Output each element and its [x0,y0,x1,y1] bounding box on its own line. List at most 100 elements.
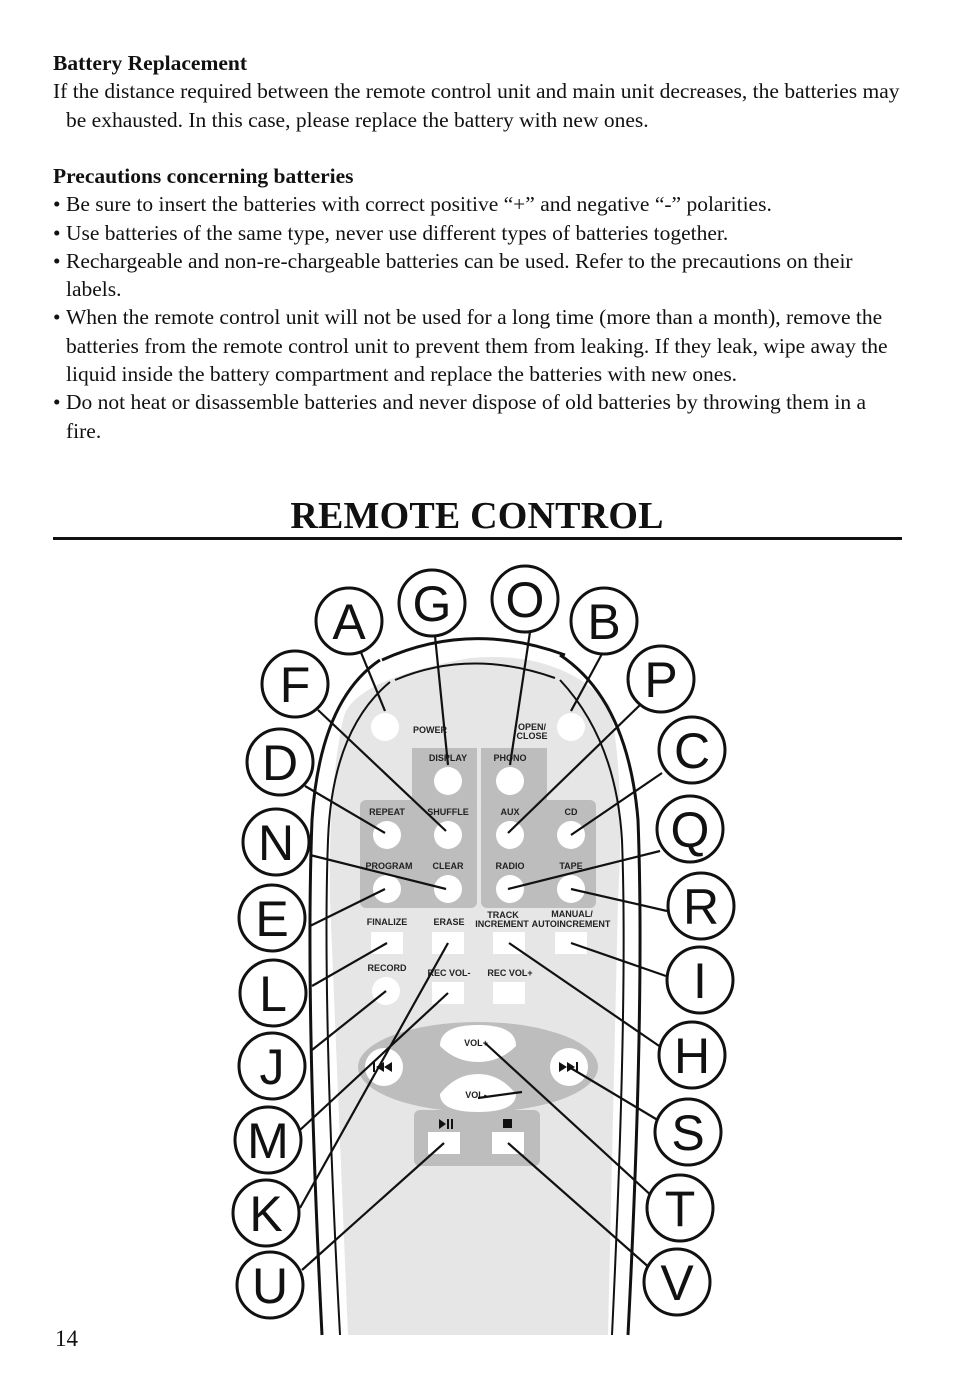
leader-l [311,942,388,987]
callout-q: Q [671,802,710,858]
callout-f: F [280,657,311,713]
callout-r: R [683,879,719,935]
vol-minus-label: VOL- [465,1090,487,1100]
repeat-label: REPEAT [369,807,405,817]
callout-circle-o [490,564,560,634]
bullet-icon: • [53,390,61,415]
manual-autoincrement-label-line2: AUTOINCREMENT [532,919,611,929]
bullet-icon: • [53,192,61,217]
callout-o: O [506,572,545,628]
title-underline [53,537,902,540]
precautions-section: Precautions concerning batteries •Be sur… [53,162,901,445]
battery-replacement-section: Battery Replacement If the distance requ… [53,49,901,134]
callout-l: L [259,966,287,1022]
leader-b [570,651,604,712]
callout-circle-d [245,727,315,797]
finalize-label: FINALIZE [367,917,408,927]
callout-leaders [299,631,668,1271]
callout-circle-k [231,1178,301,1248]
remote-top-arc-inner [394,662,556,681]
power-label: POWER [413,725,448,735]
leader-p [507,704,641,834]
callout-circle-s [653,1097,723,1167]
open-close-button [557,713,585,741]
track-increment-label-line2: INCREMENT [475,919,529,929]
leader-g [433,635,450,766]
callout-v: V [660,1255,694,1311]
callout-circle-e [237,883,307,953]
callout-d: D [262,735,298,791]
leader-t [484,1042,655,1199]
vol-plus-label: VOL+ [464,1038,488,1048]
leader-c [570,772,663,836]
callout-k: K [249,1186,282,1242]
leader-v [507,1142,653,1271]
section-title: REMOTE CONTROL [290,495,664,537]
leader-m [299,992,449,1131]
erase-label: ERASE [433,917,464,927]
leader-a [358,649,387,712]
remote-top-arc [381,637,566,662]
callout-circle-n [241,807,311,877]
leader-o [508,631,532,766]
callout-circle-r [666,871,736,941]
callout-n: N [258,815,294,871]
leader-q [507,849,661,891]
track-increment-label: TRACK [487,910,519,920]
remote-outline-right [559,653,642,1336]
phono-button [496,767,524,795]
remote-outline-right-inner [559,679,625,1336]
leader-r [570,887,668,913]
callout-circle-h [657,1020,727,1090]
leader-d [304,785,386,834]
callout-circle-b [569,586,639,656]
callout-b: B [587,594,620,650]
callout-circle-u [235,1250,305,1320]
precautions-heading: Precautions concerning batteries [53,164,354,188]
bullet-icon: • [53,220,61,245]
clear-label: CLEAR [433,861,464,871]
callout-circle-l [238,958,308,1028]
battery-replacement-heading: Battery Replacement [53,51,248,75]
display-button [434,767,462,795]
bullet-icon: • [53,248,61,273]
callout-circle-p [626,644,696,714]
record-label: RECORD [367,963,407,973]
callout-circle-c [657,715,727,785]
callout-c: C [674,723,710,779]
remote-outline-left-inner [325,681,391,1336]
callout-circle-v [642,1247,712,1317]
callout-circles [231,564,736,1320]
leader-f [317,709,447,832]
callout-h: H [674,1028,710,1084]
rec-vol-plus-label: REC VOL+ [487,968,532,978]
leader-s [568,1066,662,1123]
callout-g: G [413,576,452,632]
rec-vol-minus-label: REC VOL- [427,968,470,978]
leader-j [311,990,387,1051]
cd-label: CD [565,807,578,817]
precaution-item: •Be sure to insert the batteries with co… [53,190,901,218]
leader-h [508,942,666,1051]
callout-circle-a [314,586,384,656]
callout-u: U [252,1258,288,1314]
rec-vol-plus-button [493,982,525,1004]
callout-circle-q [655,794,725,864]
page-number: 14 [55,1326,78,1351]
callout-circle-j [237,1031,307,1101]
vol-minus-button [440,1074,516,1112]
panel-vertical-divider [477,748,481,908]
leader-vol-minus [477,1090,523,1100]
tape-label: TAPE [559,861,582,871]
program-label: PROGRAM [366,861,413,871]
callout-i: I [693,953,707,1009]
callout-circle-t [645,1173,715,1243]
callout-m: M [247,1113,289,1169]
play-pause-icon [439,1119,453,1129]
shuffle-label: SHUFFLE [427,807,469,817]
callout-circle-m [233,1105,303,1175]
precaution-item: •When the remote control unit will not b… [53,305,888,387]
callout-e: E [255,891,288,947]
precaution-item: •Do not heat or disassemble batteries an… [53,390,867,443]
